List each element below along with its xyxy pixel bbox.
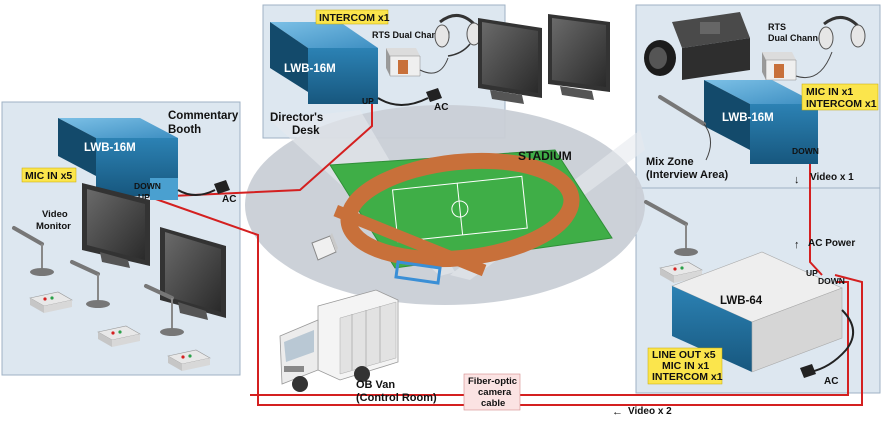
fiber-tag-line3: cable: [481, 398, 505, 409]
directors-ac-plug-icon: [426, 88, 442, 102]
commentary-ac-cable: [177, 189, 216, 196]
ob-van-vehicle-icon: [279, 289, 399, 392]
mixzone-tag-line2: INTERCOM x1: [806, 98, 877, 110]
directors-rts-label: RTS Dual Channel: [372, 30, 450, 40]
mixzone-device-label: LWB-16M: [722, 112, 774, 124]
fiber-cable-directors: [149, 103, 373, 198]
directors-tag-text: INTERCOM x1: [319, 12, 390, 24]
directors-title-line2: Desk: [292, 125, 320, 137]
directors-up-label: UP: [362, 96, 374, 106]
obvan-ac-cable: [809, 309, 854, 373]
pitch-center-circle: [451, 200, 469, 218]
obvan-device-label: LWB-64: [720, 295, 763, 307]
video-monitor-line1: Video: [42, 209, 68, 220]
stadium-label: STADIUM: [518, 149, 572, 163]
commentary-mic-box-1-icon: [29, 291, 73, 313]
video-monitor-1-icon: [82, 183, 150, 268]
commentary-title-line2: Booth: [168, 124, 201, 136]
directors-device-label: LWB-16M: [284, 63, 336, 75]
mixzone-tag-line1: MIC IN x1: [806, 86, 853, 98]
commentary-tag-text: MIC IN x5: [25, 170, 72, 182]
video-monitor-line2: Monitor: [36, 221, 71, 232]
directors-headset-cable: [419, 57, 449, 74]
obvan-mic-box-icon: [659, 261, 703, 283]
ob-van-label-line2: (Control Room): [356, 392, 437, 404]
obvan-ac-power-label: AC Power: [808, 238, 855, 249]
directors-title-line1: Director's: [270, 112, 323, 124]
directors-tag: [315, 9, 389, 25]
fiber-cable-mixzone: [809, 150, 823, 276]
mixzone-rts-line2: Dual Channel: [768, 33, 826, 43]
directors-ac-cable: [377, 97, 429, 106]
obvan-ac-power-arrow: ↑: [794, 239, 800, 251]
fiber-tag-line2: camera: [478, 387, 512, 398]
fiber-tag-line1: Fiber-optic: [468, 376, 517, 387]
obvan-lwb64-device: [671, 251, 843, 373]
commentary-up-label: UP: [138, 192, 150, 202]
fiber-cable-ob-van: [250, 281, 849, 396]
commentary-ac-plug-icon: [214, 180, 230, 194]
obvan-ac-label: AC: [824, 376, 838, 387]
obvan-tag-line2: MIC IN x1: [662, 360, 709, 372]
video-x2-arrow: ←: [612, 406, 623, 418]
mixzone-title-line2: (Interview Area): [646, 169, 728, 181]
directors-lwb16m-device: [270, 22, 378, 104]
video-x2-label: Video x 2: [628, 406, 672, 417]
obvan-ac-plug-icon: [800, 364, 816, 378]
video-monitor-2-icon: [160, 227, 226, 320]
mixzone-headset-icon: [818, 16, 866, 50]
obvan-down-label: DOWN: [818, 276, 845, 286]
commentary-lwb16m-device: [58, 118, 178, 200]
mixzone-video-arrow: ↓: [794, 174, 800, 186]
obvan-tag: [647, 347, 723, 385]
commentary-mic-box-2-icon: [97, 325, 141, 347]
mixzone-video-label: Video x 1: [810, 172, 854, 183]
mixzone-headset-cable: [795, 51, 833, 78]
commentary-tag: [21, 167, 77, 183]
obvan-tag-line3: INTERCOM x1: [652, 371, 723, 383]
commentary-mic-box-3-icon: [167, 349, 211, 371]
obvan-tag-line1: LINE OUT x5: [652, 349, 716, 361]
mixzone-rts-line1: RTS: [768, 22, 786, 32]
ob-van-label-line1: OB Van: [356, 379, 395, 391]
directors-monitor-2-icon: [548, 14, 610, 100]
mixzone-down-label: DOWN: [792, 146, 819, 156]
directors-ac-label: AC: [434, 102, 448, 113]
fiber-cable-commentary: [149, 196, 863, 406]
commentary-title-line1: Commentary: [168, 110, 239, 122]
mixzone-tag: [801, 83, 879, 111]
mixzone-title-line1: Mix Zone: [646, 156, 694, 168]
commentary-mic-3-icon: [144, 284, 184, 336]
straight-track: [333, 205, 487, 277]
obvan-up-label: UP: [806, 268, 818, 278]
finish-marker: [394, 260, 442, 285]
directors-rts-unit-icon: [386, 48, 421, 77]
mixzone-video-camera-icon: [644, 12, 750, 80]
commentary-down-label: DOWN: [134, 181, 161, 191]
fiber-tag: [463, 373, 521, 411]
directors-monitor-1-icon: [478, 18, 542, 104]
commentary-device-label: LWB-16M: [84, 142, 136, 154]
mixzone-lwb16m-device: [704, 80, 818, 164]
commentary-mic-1-icon: [12, 226, 54, 276]
mixzone-rts-unit-icon: [762, 52, 797, 81]
stadium-camera-box-side: [330, 233, 338, 252]
obvan-mic-icon: [644, 200, 698, 256]
commentary-ac-label: AC: [222, 194, 236, 205]
pitch-halfway-line: [456, 183, 464, 235]
commentary-mic-2-icon: [70, 260, 110, 308]
mixzone-mic-icon: [658, 95, 711, 161]
